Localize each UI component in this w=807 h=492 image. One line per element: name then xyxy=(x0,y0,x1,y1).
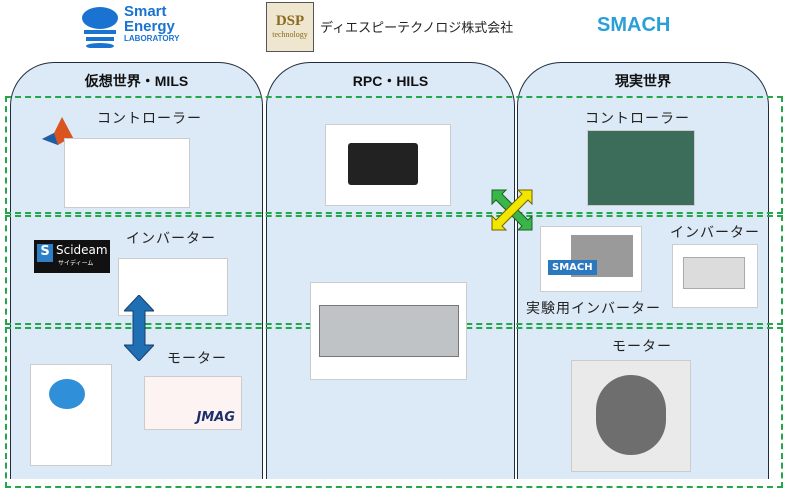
dsp-company-name: ディエスピーテクノロジ株式会社 xyxy=(320,21,514,36)
motor-fem-diagram xyxy=(30,364,112,466)
inverter-photo xyxy=(672,244,758,308)
panel-title: RPC・HILS xyxy=(352,73,429,89)
label-real-motor: モーター xyxy=(612,339,672,355)
logo-text: Energy xyxy=(124,18,175,35)
panel-title: 現実世界 xyxy=(615,73,671,89)
experimental-inverter-photo xyxy=(540,226,642,292)
rpc-device-photo xyxy=(325,124,451,206)
label-experimental-inverter: 実験用インバーター xyxy=(526,301,661,317)
logo-text: Smart xyxy=(124,3,167,20)
controller-board-photo xyxy=(587,130,695,206)
double-arrow-icon xyxy=(124,295,154,361)
label-virtual-motor: モーター xyxy=(167,351,227,367)
hils-device-photo xyxy=(310,282,467,380)
logo-text: LABORATORY xyxy=(124,34,180,43)
label-virtual-inverter: インバーター xyxy=(126,231,216,247)
tree-icon xyxy=(82,7,118,48)
jmag-plot: JMAG xyxy=(144,376,242,430)
scideam-logo: S Scideam サイディーム xyxy=(34,240,110,273)
label-real-controller: コントローラー xyxy=(585,111,690,127)
smart-energy-logo: Smart Energy LABORATORY xyxy=(80,4,200,50)
label-virtual-controller: コントローラー xyxy=(97,111,202,127)
smach-badge: SMACH xyxy=(548,260,597,275)
row-controller xyxy=(5,96,783,214)
label-real-inverter: インバーター xyxy=(670,225,760,241)
simulink-screenshot xyxy=(64,138,190,208)
motor-photo xyxy=(571,360,691,472)
dsp-logo: DSP technology xyxy=(266,2,314,52)
panel-title: 仮想世界・MILS xyxy=(84,73,189,89)
smach-logo: SMACH xyxy=(597,14,671,36)
bidirectional-cross-arrow-icon xyxy=(491,189,533,231)
